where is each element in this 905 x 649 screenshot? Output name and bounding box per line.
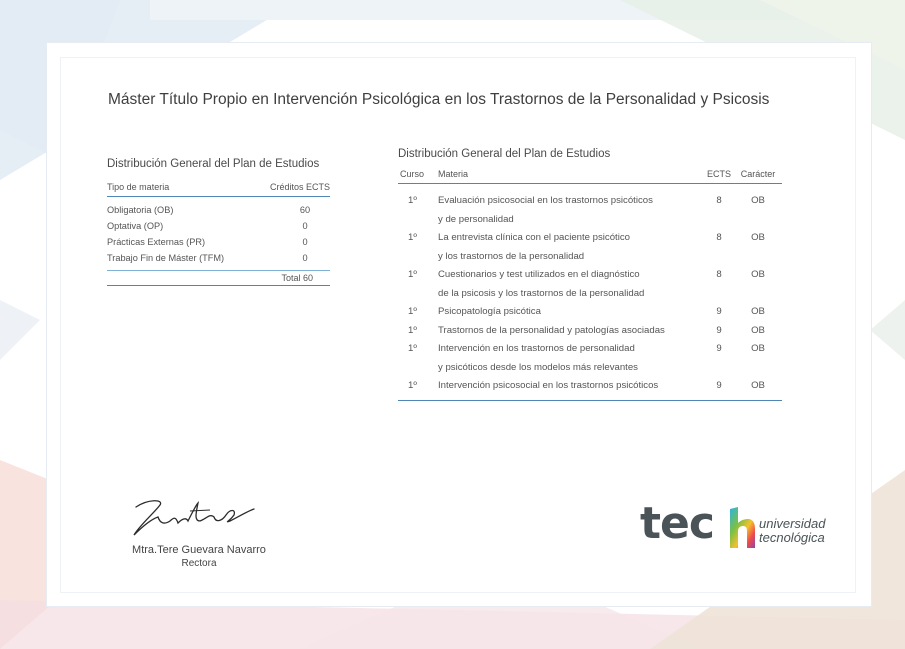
header-ects: ECTS bbox=[704, 169, 734, 184]
materia-line: Intervención en los trastornos de person… bbox=[438, 343, 635, 354]
cell-materia: Evaluación psicosocial en los trastornos… bbox=[438, 184, 704, 230]
cell-caracter: OB bbox=[751, 195, 765, 206]
signer-name: Mtra.Tere Guevara Navarro bbox=[132, 544, 266, 556]
summary-row: Obligatoria (OB) 60 bbox=[107, 202, 330, 218]
cell-caracter: OB bbox=[751, 232, 765, 243]
cell-caracter: OB bbox=[734, 377, 782, 401]
cell-materia: Intervención en los trastornos de person… bbox=[438, 340, 704, 377]
table-row: 1º Trastornos de la personalidad y patol… bbox=[398, 322, 782, 341]
cell-ects: 9 bbox=[716, 343, 722, 354]
summary-row: Optativa (OP) 0 bbox=[107, 218, 330, 234]
summary-row: Prácticas Externas (PR) 0 bbox=[107, 234, 330, 250]
cell-ects: 8 bbox=[716, 195, 722, 206]
table-row: 1º La entrevista clínica con el paciente… bbox=[398, 229, 782, 266]
materia-line: Trastornos de la personalidad y patologí… bbox=[438, 324, 665, 336]
cell-curso: 1º bbox=[408, 232, 417, 243]
summary-type: Trabajo Fin de Máster (TFM) bbox=[107, 253, 225, 263]
summary-type: Obligatoria (OB) bbox=[107, 205, 174, 215]
cell-materia: Psicopatología psicótica bbox=[438, 303, 704, 322]
table-row: 1º Intervención psicosocial en los trast… bbox=[398, 377, 782, 401]
cell-caracter: OB bbox=[751, 306, 765, 317]
materia-line: Psicopatología psicótica bbox=[438, 306, 541, 317]
cell-curso: 1º bbox=[408, 269, 417, 280]
logo-line-2: tecnológica bbox=[759, 530, 825, 545]
cell-curso: 1º bbox=[408, 195, 417, 206]
logo-word: tec bbox=[640, 498, 715, 549]
summary-caption: Distribución General del Plan de Estudio… bbox=[107, 158, 320, 170]
table-row: 1º Cuestionarios y test utilizados en el… bbox=[398, 266, 782, 303]
cell-curso: 1º bbox=[408, 306, 417, 317]
certificate-inner-border bbox=[60, 57, 856, 593]
cell-caracter: OB bbox=[751, 343, 765, 354]
table-row: 1º Psicopatología psicótica 9 OB bbox=[398, 303, 782, 322]
signer-role: Rectora bbox=[181, 558, 217, 569]
materia-line: La entrevista clínica con el paciente ps… bbox=[438, 232, 630, 243]
cell-caracter: OB bbox=[751, 324, 765, 336]
tech-logo: tec universidad tecnológica bbox=[640, 499, 830, 555]
logo-h-icon bbox=[730, 507, 755, 548]
page-title: Máster Título Propio en Intervención Psi… bbox=[108, 91, 770, 108]
summary-header-type: Tipo de materia bbox=[107, 182, 170, 192]
cell-curso: 1º bbox=[408, 324, 417, 336]
cell-materia: Intervención psicosocial en los trastorn… bbox=[438, 377, 704, 401]
signer-block: Mtra.Tere Guevara Navarro Rectora bbox=[110, 543, 288, 571]
cell-curso: 1º bbox=[408, 343, 417, 354]
materia-line: y psicóticos desde los modelos más relev… bbox=[438, 361, 638, 373]
summary-header-credits: Créditos ECTS bbox=[269, 182, 330, 192]
summary-credits: 0 bbox=[302, 253, 308, 263]
logo-line-1: universidad bbox=[759, 516, 826, 531]
courses-table: Distribución General del Plan de Estudio… bbox=[398, 148, 782, 401]
materia-line: Intervención psicosocial en los trastorn… bbox=[438, 380, 659, 391]
cell-caracter: OB bbox=[751, 269, 765, 280]
materia-line: Evaluación psicosocial en los trastornos… bbox=[438, 195, 653, 206]
materia-line: Cuestionarios y test utilizados en el di… bbox=[438, 269, 640, 280]
cell-ects: 8 bbox=[716, 232, 722, 243]
cell-materia: La entrevista clínica con el paciente ps… bbox=[438, 229, 704, 266]
cell-ects: 9 bbox=[716, 324, 722, 336]
summary-credits: 0 bbox=[302, 237, 308, 247]
materia-line: y de personalidad bbox=[438, 213, 514, 225]
summary-header: Tipo de materia Créditos ECTS bbox=[107, 182, 330, 197]
header-caracter: Carácter bbox=[734, 169, 782, 184]
materia-line: de la psicosis y los trastornos de la pe… bbox=[438, 287, 645, 299]
summary-credits: 60 bbox=[299, 205, 311, 215]
summary-row: Trabajo Fin de Máster (TFM) 0 bbox=[107, 250, 330, 266]
table-row: 1º Intervención en los trastornos de per… bbox=[398, 340, 782, 377]
courses-caption: Distribución General del Plan de Estudio… bbox=[398, 148, 611, 160]
summary-table: Distribución General del Plan de Estudio… bbox=[107, 158, 330, 286]
cell-curso: 1º bbox=[398, 377, 438, 401]
header-curso: Curso bbox=[398, 169, 438, 184]
logo-subtitle: universidad tecnológica bbox=[759, 517, 826, 545]
cell-materia: Cuestionarios y test utilizados en el di… bbox=[438, 266, 704, 303]
cell-ects: 8 bbox=[716, 269, 722, 280]
handwritten-signature bbox=[133, 500, 255, 536]
certificate-paper bbox=[46, 42, 872, 607]
materia-line: y los trastornos de la personalidad bbox=[438, 250, 585, 262]
summary-total: Total 60 bbox=[107, 271, 330, 286]
cell-ects: 9 bbox=[704, 377, 734, 401]
summary-type: Prácticas Externas (PR) bbox=[107, 237, 206, 247]
summary-credits: 0 bbox=[302, 221, 308, 231]
summary-type: Optativa (OP) bbox=[107, 221, 164, 231]
cell-materia: Trastornos de la personalidad y patologí… bbox=[438, 322, 704, 341]
cell-ects: 9 bbox=[716, 306, 722, 317]
table-row: 1º Evaluación psicosocial en los trastor… bbox=[398, 184, 782, 230]
summary-divider bbox=[107, 270, 330, 271]
header-materia: Materia bbox=[438, 169, 704, 184]
